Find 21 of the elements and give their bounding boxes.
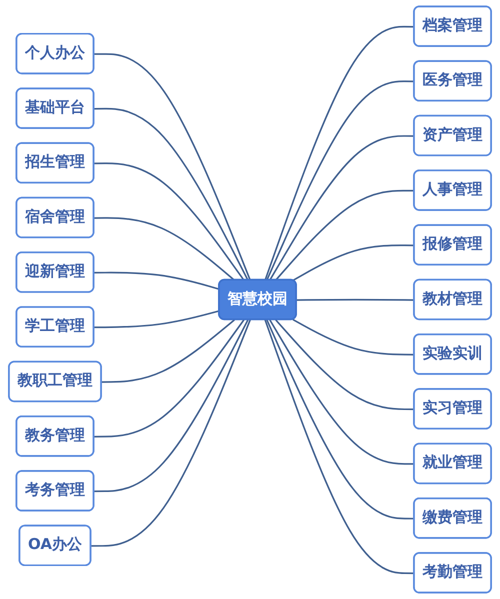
connector — [102, 319, 235, 383]
connector — [264, 26, 414, 280]
connector — [292, 244, 414, 282]
connector — [269, 319, 414, 465]
connector — [269, 135, 414, 281]
connector — [91, 320, 251, 547]
connector — [94, 53, 251, 280]
connector — [266, 80, 414, 281]
connector — [94, 108, 249, 281]
connector — [94, 272, 220, 290]
connector — [94, 319, 245, 438]
connector — [94, 217, 235, 281]
connector — [264, 320, 414, 574]
connector — [94, 310, 220, 328]
connector — [266, 320, 414, 520]
connector — [292, 318, 414, 356]
connector — [275, 319, 414, 410]
connector — [94, 320, 249, 492]
connector — [296, 298, 414, 301]
connector — [94, 162, 245, 281]
connector — [275, 190, 414, 281]
